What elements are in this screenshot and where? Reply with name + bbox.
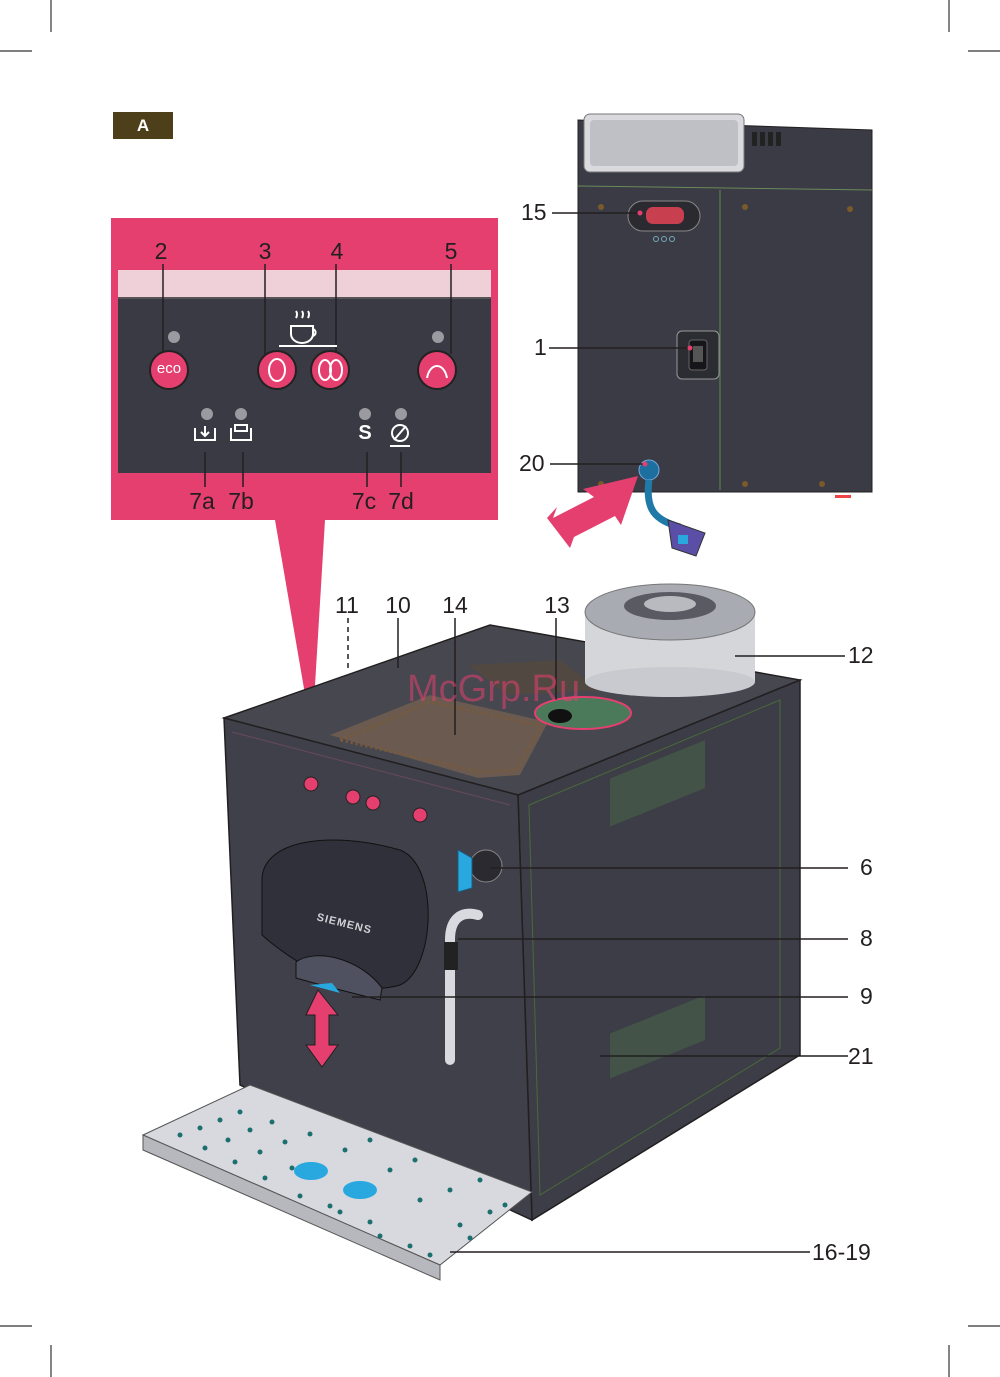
mild-coffee-button — [257, 350, 297, 390]
callout-1: 1 — [534, 334, 547, 360]
callout-11: 11 — [335, 592, 359, 618]
callout-6: 6 — [860, 854, 873, 880]
callout-16-19: 16-19 — [812, 1239, 871, 1265]
callout-7a: 7a — [189, 488, 215, 514]
eco-label: eco — [156, 360, 182, 377]
steam-button — [417, 350, 457, 390]
callout-9: 9 — [860, 983, 873, 1009]
figure-label: A — [113, 112, 173, 139]
callout-12: 12 — [848, 642, 874, 668]
watermark: McGrp.Ru — [407, 668, 581, 710]
callout-2: 2 — [154, 238, 168, 264]
callout-7d: 7d — [388, 488, 414, 514]
callout-14: 14 — [442, 592, 468, 618]
callout-15: 15 — [521, 199, 547, 225]
callout-4: 4 — [330, 238, 344, 264]
callout-7c: 7c — [351, 488, 377, 514]
bean-container-icon — [230, 424, 252, 441]
panel-pointer — [275, 520, 325, 735]
callout-10: 10 — [385, 592, 411, 618]
plug-in-arrow — [547, 476, 638, 548]
coffee-cup-icon — [279, 310, 337, 347]
callout-7b: 7b — [228, 488, 254, 514]
callout-21: 21 — [848, 1043, 874, 1069]
strong-coffee-button — [310, 350, 350, 390]
s-label: S — [358, 422, 372, 444]
callout-8: 8 — [860, 925, 873, 951]
callout-20: 20 — [519, 450, 545, 476]
decalcify-icon — [390, 424, 410, 447]
callout-3: 3 — [258, 238, 272, 264]
callout-5: 5 — [444, 238, 458, 264]
callout-13: 13 — [544, 592, 570, 618]
height-adjust-arrow — [305, 989, 340, 1068]
machine-back-view — [577, 113, 873, 557]
water-tank-icon — [194, 426, 216, 441]
eco-button — [149, 350, 189, 390]
